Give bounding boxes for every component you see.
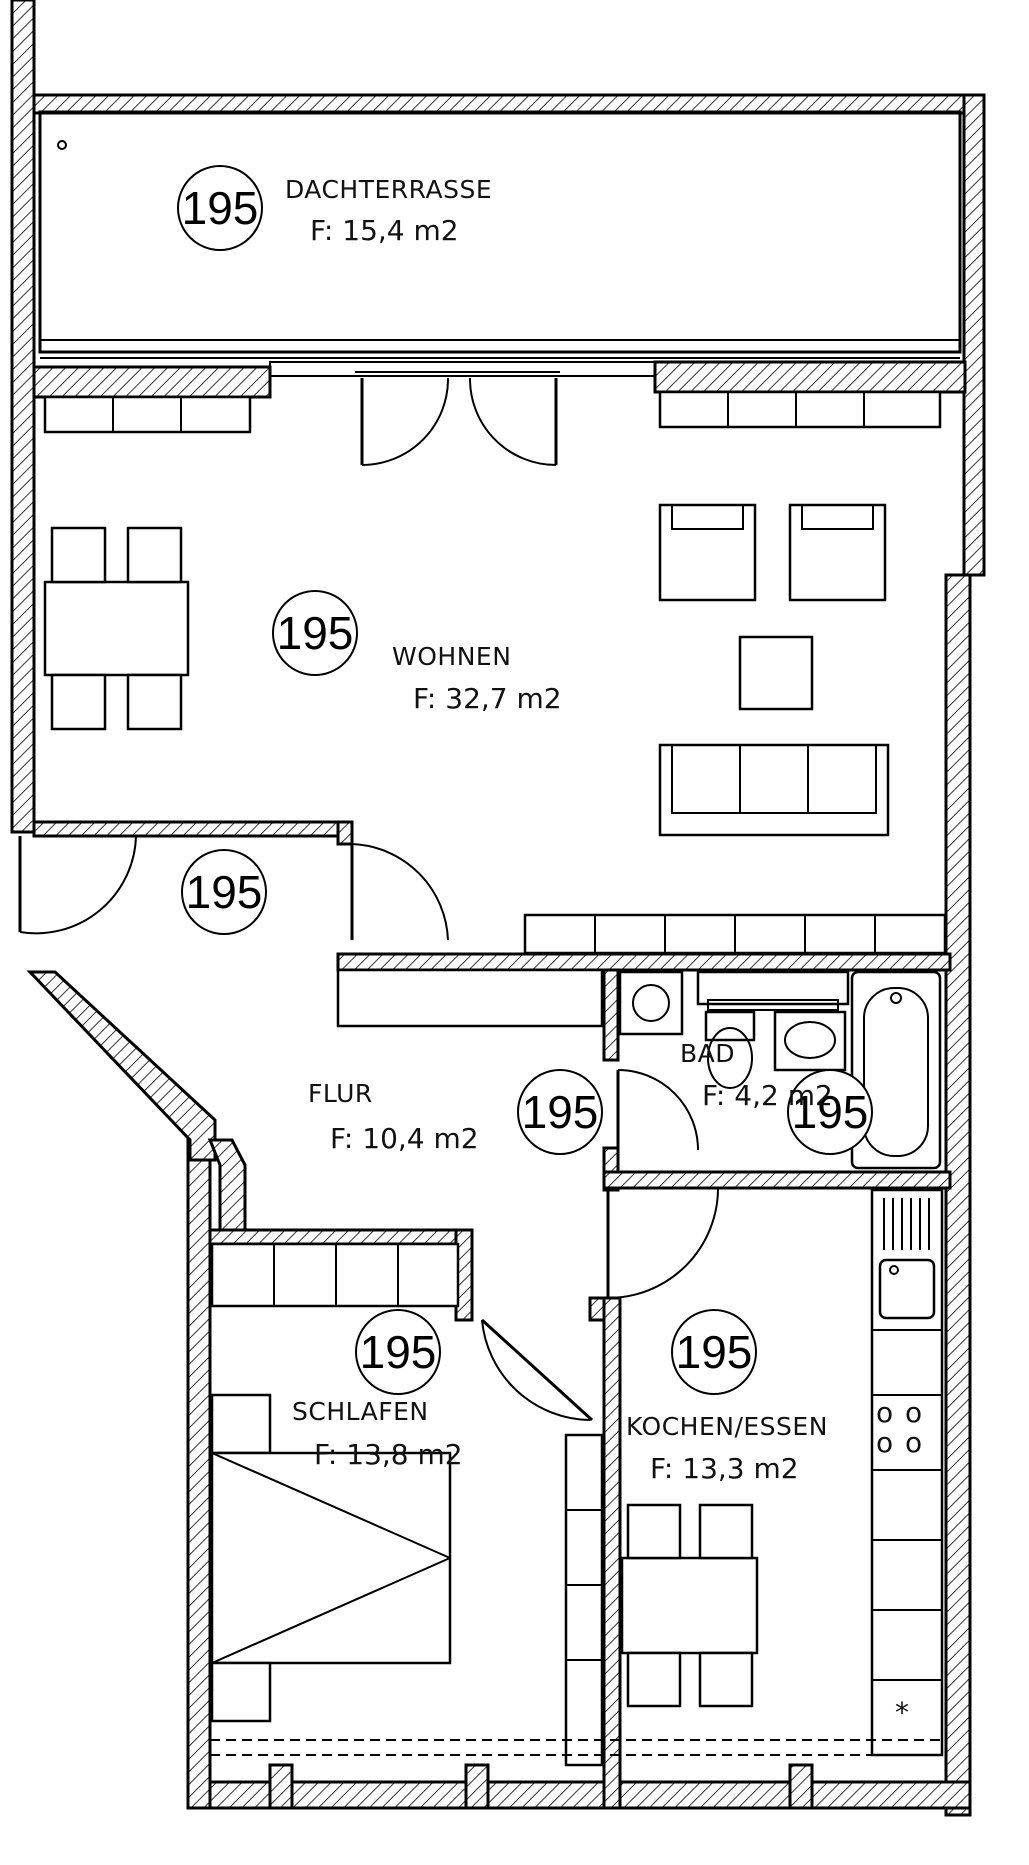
wall-bedroom-kitchen-stub xyxy=(588,1296,606,1322)
room-labels: DACHTERRASSE F: 15,4 m2 WOHNEN F: 32,7 m… xyxy=(285,175,833,1485)
room-area-wohnen: F: 32,7 m2 xyxy=(413,682,562,715)
room-area-schlafen: F: 13,8 m2 xyxy=(314,1438,463,1471)
wall-living-bath xyxy=(336,952,952,972)
room-area-kochen: F: 13,3 m2 xyxy=(650,1452,799,1485)
wall-right-lower xyxy=(944,573,972,1817)
armchair-2 xyxy=(788,503,887,602)
room-name-bad: BAD xyxy=(680,1039,735,1068)
bathtub xyxy=(850,970,942,1170)
wall-pier-3 xyxy=(788,1763,814,1810)
wall-living-hall-stub xyxy=(336,820,354,846)
wall-terrace-living-left xyxy=(32,365,272,399)
hall-wardrobe xyxy=(336,968,604,1028)
drainboard xyxy=(883,1198,930,1250)
armchair-1 xyxy=(658,503,757,602)
room-area-flur: F: 10,4 m2 xyxy=(330,1122,479,1155)
coffee-table xyxy=(738,635,814,711)
sofa xyxy=(658,743,890,837)
room-name-schlafen: SCHLAFEN xyxy=(292,1397,429,1426)
dining-table-kitchen xyxy=(620,1556,759,1655)
walls xyxy=(10,0,986,1817)
wall-terrace-living-right xyxy=(653,360,967,394)
bedroom-shelf xyxy=(564,1433,604,1767)
bath-cabinet xyxy=(696,970,850,1006)
hob-burner: o xyxy=(905,1396,922,1429)
nightstand-top xyxy=(210,1393,272,1455)
wall-terrace-right xyxy=(962,93,986,577)
height-marker-schlafen: 195 xyxy=(360,1326,437,1378)
hob-burner: o xyxy=(905,1426,922,1459)
bedroom-door-leaf xyxy=(480,1318,594,1422)
terrace-outline xyxy=(38,110,962,359)
washing-machine xyxy=(618,970,684,1036)
hob-burner: o xyxy=(876,1396,893,1429)
wall-pier-1 xyxy=(268,1763,294,1810)
wall-bedroom-top xyxy=(208,1228,472,1246)
height-marker-bad: 195 xyxy=(792,1086,869,1138)
bottom-windows xyxy=(210,1739,946,1756)
terrace-floor xyxy=(38,110,962,354)
double-bed xyxy=(210,1451,452,1665)
nightstand-bottom xyxy=(210,1661,272,1723)
wall-bedroom-kitchen xyxy=(602,1296,622,1810)
wall-left-lower xyxy=(186,1138,212,1810)
kitchen-sink xyxy=(878,1258,936,1320)
wall-bath-left xyxy=(602,968,620,1062)
room-name-dachterrasse: DACHTERRASSE xyxy=(285,175,492,204)
bedroom-furniture xyxy=(210,1242,604,1767)
height-marker-flur: 195 xyxy=(522,1086,599,1138)
room-area-bad: F: 4,2 m2 xyxy=(702,1079,833,1112)
wall-terrace-top xyxy=(32,93,986,115)
wall-pier-2 xyxy=(464,1763,490,1810)
room-name-kochen: KOCHEN/ESSEN xyxy=(626,1412,828,1441)
height-markers: 195 195 195 195 195 195 195 xyxy=(177,165,873,1395)
wall-hall-diagonal-inner xyxy=(207,1138,247,1232)
wall-bottom xyxy=(206,1780,972,1810)
room-area-dachterrasse: F: 15,4 m2 xyxy=(310,214,459,247)
dining-table-living xyxy=(43,580,190,677)
wall-hall-diagonal xyxy=(26,970,217,1162)
toilet xyxy=(704,1010,756,1042)
kitchen-fixtures: o o o o * xyxy=(620,1188,944,1757)
bath-fixtures xyxy=(618,970,942,1170)
height-marker-dachterrasse: 195 xyxy=(182,182,259,234)
height-marker-wohnen: 195 xyxy=(277,607,354,659)
door-swings xyxy=(18,835,719,1422)
living-furniture xyxy=(43,390,947,955)
balcony-doors xyxy=(269,361,656,466)
wall-left-upper xyxy=(10,0,36,834)
fridge-icon: * xyxy=(895,1696,909,1729)
wall-living-hall-left xyxy=(32,820,354,838)
room-name-flur: FLUR xyxy=(308,1079,373,1108)
height-marker-kochen: 195 xyxy=(676,1326,753,1378)
wall-bath-kitchen xyxy=(602,1170,952,1190)
height-marker-flur-entry: 195 xyxy=(186,866,263,918)
room-name-wohnen: WOHNEN xyxy=(392,642,511,671)
hob-burner: o xyxy=(876,1426,893,1459)
